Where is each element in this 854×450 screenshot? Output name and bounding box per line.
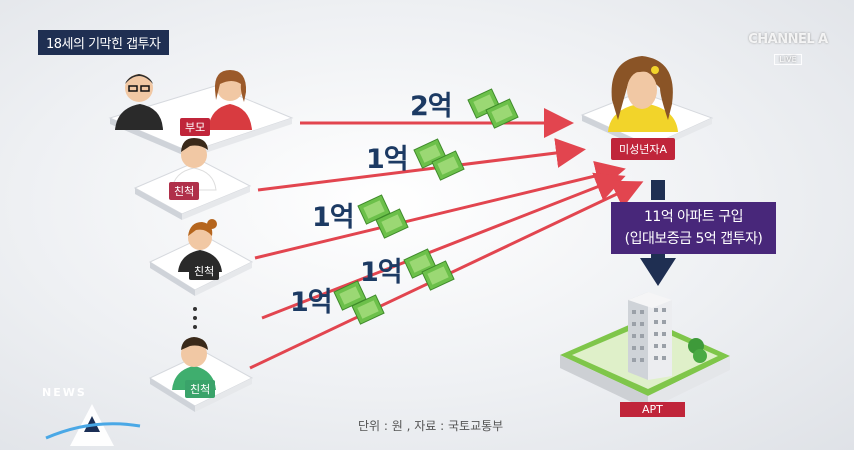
money-bundle-icon — [403, 248, 455, 291]
amount-label-relative-3: 1억 — [290, 287, 333, 318]
amount-label-parents: 2억 — [410, 91, 453, 122]
father-figure — [115, 74, 163, 130]
channel-name: CHANNEL A — [748, 32, 828, 47]
down-arrowhead-icon — [640, 258, 676, 286]
donor-label-relative-3: 친척 — [185, 380, 216, 398]
live-badge: LIVE — [774, 54, 802, 65]
page-title: 18세의 기막힌 갭투자 — [38, 30, 169, 55]
news-text: NEWS — [42, 386, 87, 399]
apartment-building-icon — [560, 292, 730, 410]
amount-label-extra: 1억 — [360, 257, 403, 288]
money-bundle-icon — [357, 194, 409, 239]
mother-figure — [208, 70, 252, 130]
donor-label-relative-1: 친척 — [169, 182, 200, 200]
money-bundle-icon — [413, 138, 465, 181]
donor-label-parents: 부모 — [180, 118, 211, 136]
arrow-relative-1 — [257, 138, 586, 192]
ellipsis-dots — [193, 307, 199, 334]
news-logo: NEWS — [42, 386, 132, 446]
relative-figure-1 — [171, 138, 217, 191]
purchase-line-1: 11억 아파트 구입 — [644, 209, 744, 225]
apt-label: APT — [620, 402, 685, 417]
news-a-logo — [45, 404, 141, 446]
amount-label-relative-1: 1억 — [366, 144, 409, 175]
money-bundle-icon — [467, 88, 519, 129]
amount-label-relative-2: 1억 — [312, 202, 355, 233]
arrow-relative-extra — [261, 172, 626, 320]
arrow-relative-2 — [254, 161, 626, 260]
donor-label-relative-2: 친척 — [189, 262, 220, 280]
channel-a-logo: CHANNEL A LIVE — [748, 32, 828, 78]
purchase-line-2: (입대보증금 5억 갭투자) — [624, 231, 763, 247]
source-note: 단위 : 원 , 자료 : 국토교통부 — [358, 419, 504, 433]
money-bundle-icon — [333, 280, 385, 325]
recipient-label: 미성년자A — [611, 138, 676, 160]
purchase-info-box: 11억 아파트 구입 (입대보증금 5억 갭투자) — [611, 202, 776, 254]
minor-girl-figure — [608, 56, 678, 132]
